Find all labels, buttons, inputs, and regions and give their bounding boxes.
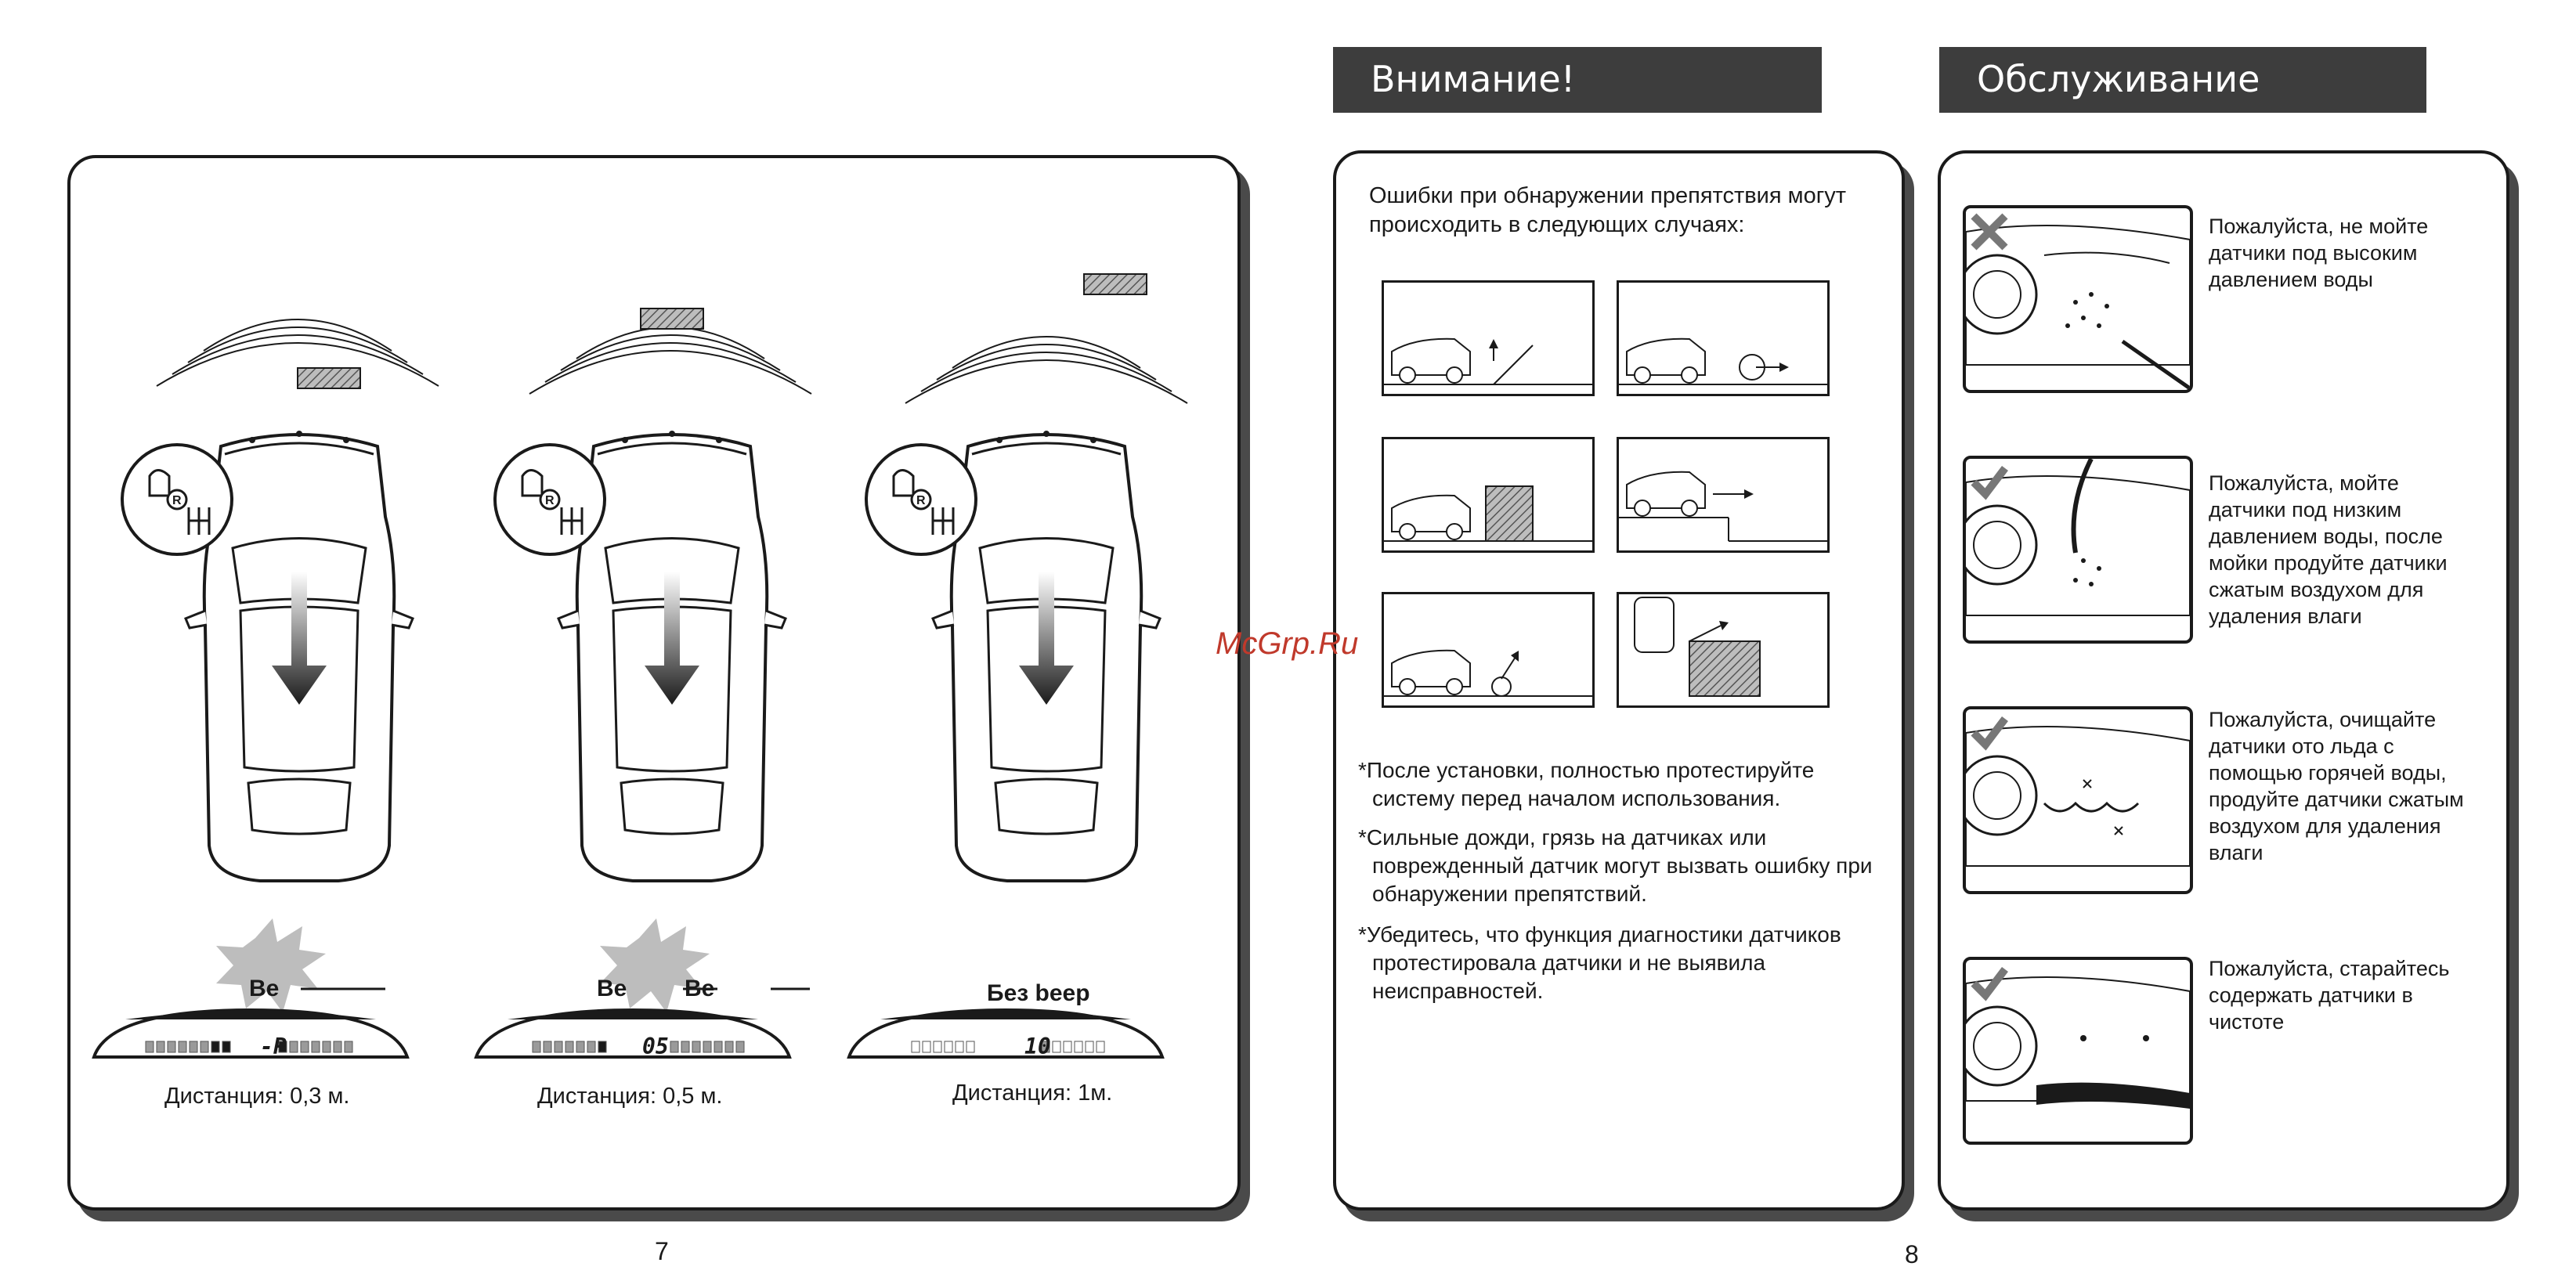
distance-label-1: Дистанция: 0,3 м.	[164, 1084, 350, 1109]
maintenance-text-3: Пожалуйста, очищайте датчики ото льда с …	[2209, 708, 2464, 864]
distance-label-2: Дистанция: 0,5 м.	[537, 1084, 723, 1109]
maintenance-text-2: Пожалуйста, мойте датчики под низким дав…	[2209, 471, 2448, 628]
page-number-right: 8	[1905, 1240, 1919, 1268]
lcd-readout-1: -P	[260, 1034, 287, 1059]
page-number-left: 7	[655, 1237, 669, 1265]
beep-label-2b: Be	[685, 976, 715, 1001]
maintenance-header: Обслуживание датчиков	[1939, 47, 2426, 164]
attention-note-2: *Сильные дожди, грязь на датчиках или по…	[1358, 825, 1873, 906]
no-beep-label: Без beep	[987, 980, 1090, 1006]
parking-examples-illustration: R	[92, 273, 1188, 1059]
maintenance-image-4	[1963, 957, 2193, 1145]
maintenance-image-1	[1963, 205, 2193, 393]
watermark: McGrp.Ru	[1216, 626, 1359, 661]
attention-note-1: *После установки, полностью протестируйт…	[1358, 758, 1815, 810]
attention-intro: Ошибки при обнаружении препятствия могут…	[1369, 183, 1847, 237]
scenario-low-object	[1382, 592, 1595, 708]
maintenance-image-2	[1963, 456, 2193, 644]
attention-note-3: *Убедитесь, что функция диагностики датч…	[1358, 922, 1841, 1003]
lcd-readout-3: 10	[1024, 1034, 1051, 1059]
scenario-wall	[1382, 437, 1595, 553]
maintenance-image-3	[1963, 706, 2193, 894]
maintenance-text-4: Пожалуйста, старайтесь содержать датчики…	[2209, 957, 2450, 1034]
scenario-drop	[1617, 437, 1830, 553]
maintenance-text-1: Пожалуйста, не мойте датчики под высоким…	[2209, 215, 2429, 291]
scenario-slope	[1382, 280, 1595, 396]
beep-label-1: Be	[249, 976, 280, 1001]
beep-label-2a: Be	[597, 976, 627, 1001]
distance-label-3: Дистанция: 1м.	[952, 1081, 1113, 1106]
attention-header: Внимание!	[1333, 47, 1822, 113]
scenario-ball	[1617, 280, 1830, 396]
scenario-corner	[1617, 592, 1830, 708]
lcd-readout-2: 05	[642, 1034, 669, 1059]
